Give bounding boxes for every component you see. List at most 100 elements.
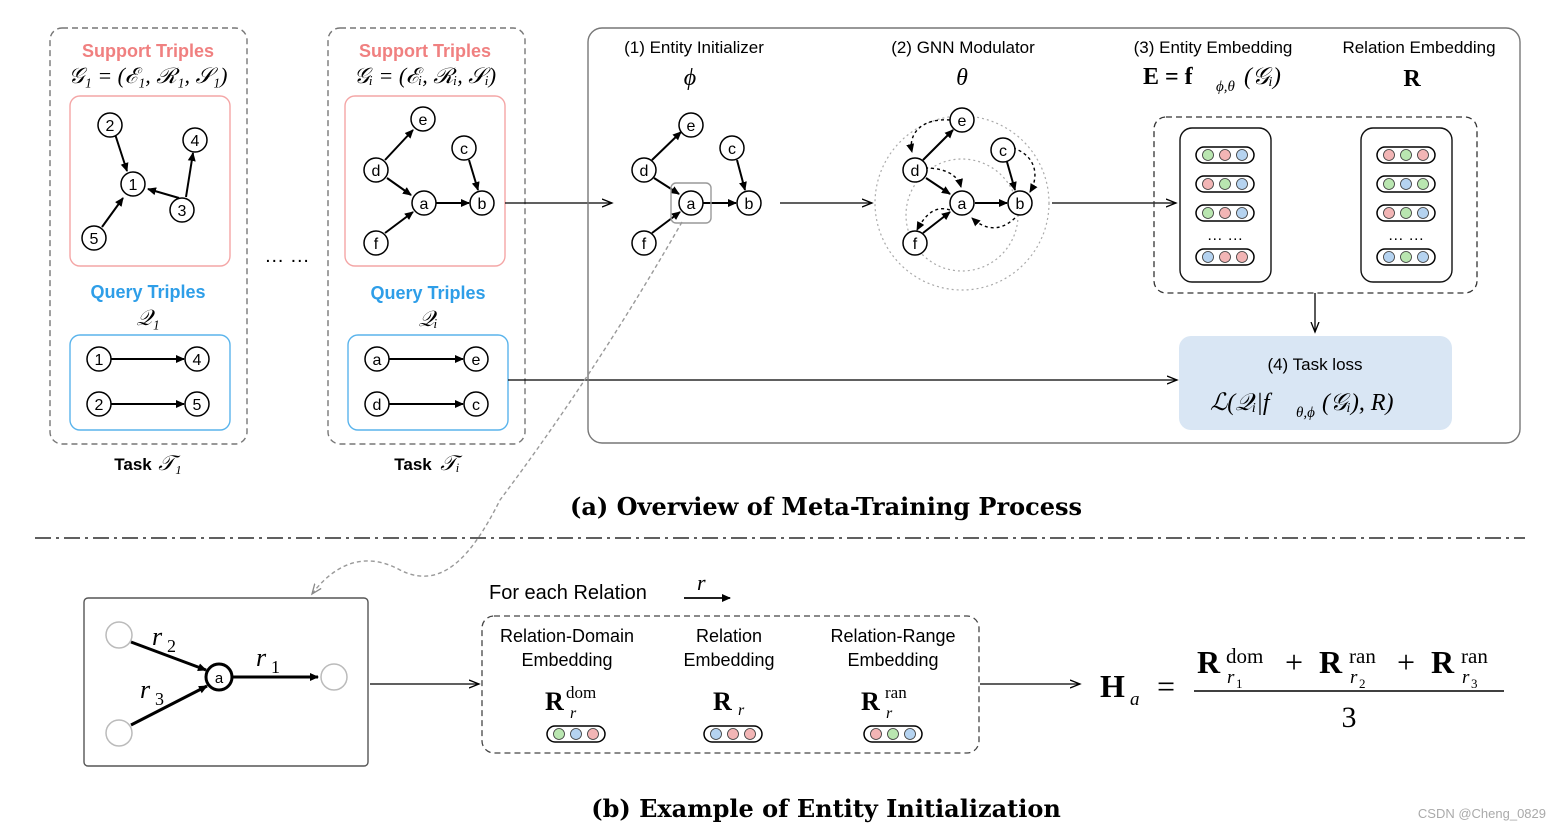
- graph-node: 5: [184, 391, 210, 417]
- embedding-dot: [1400, 149, 1412, 161]
- local-graph-box: [83, 597, 369, 767]
- embedding-dot: [1236, 149, 1248, 161]
- graph-node: e: [678, 112, 704, 138]
- svg-text:+: +: [1285, 644, 1303, 680]
- center-entity-node: a: [204, 662, 234, 692]
- neighbor-node: [320, 663, 348, 691]
- svg-text:a: a: [1130, 689, 1140, 710]
- graph-node: a: [949, 190, 975, 216]
- embedding-dot: [1383, 178, 1395, 190]
- embedding-dot: [587, 728, 599, 740]
- svg-text:Relation-Domain: Relation-Domain: [500, 626, 634, 646]
- svg-text:a: a: [958, 196, 967, 213]
- embedding-dot: [1219, 178, 1231, 190]
- embedding-dot: [1202, 178, 1214, 190]
- graph-node: a: [678, 190, 704, 216]
- relation-label-r2: r 2: [152, 622, 176, 656]
- embedding-vector: [1376, 204, 1436, 222]
- svg-text:ran: ran: [1461, 644, 1488, 668]
- for-each-relation-label: For each Relation: [489, 582, 647, 604]
- relation-domain-embedding: Relation-Domain Embedding R dom r: [500, 626, 634, 722]
- query-formula: 𝒬₁: [136, 305, 159, 330]
- graph-node: a: [364, 346, 390, 372]
- task-i-word: Task: [394, 455, 432, 474]
- svg-text:R: R: [1319, 644, 1343, 680]
- support-graph-box: [69, 95, 231, 267]
- svg-text:Embedding: Embedding: [683, 650, 774, 670]
- svg-text:c: c: [999, 143, 1007, 160]
- embedding-dot: [1383, 251, 1395, 263]
- query-triples-title: Query Triples: [90, 282, 205, 302]
- svg-text:2: 2: [106, 118, 115, 135]
- embedding-dot: [1417, 178, 1429, 190]
- graph-node: c: [463, 391, 489, 417]
- svg-text:e: e: [419, 112, 428, 129]
- svg-text:dom: dom: [1226, 644, 1263, 668]
- graph-node: 2: [86, 391, 112, 417]
- svg-text:a: a: [373, 352, 382, 369]
- graph-node: b: [736, 190, 762, 216]
- graph-node: 5: [81, 225, 107, 251]
- task-1-panel: Support Triples 𝒢₁ = (ℰ₁, ℛ₁, 𝒮₁) 2 4 1 …: [49, 27, 248, 475]
- caption-a: (a) Overview of Meta-Training Process: [570, 492, 1082, 521]
- svg-text:r: r: [738, 702, 745, 719]
- graph-node: b: [469, 190, 495, 216]
- embedding-vector: [1376, 146, 1436, 164]
- relation-embeddings-box: [481, 615, 980, 754]
- support-formula: 𝒢₁ = (ℰ₁, ℛ₁, 𝒮₁): [69, 63, 228, 88]
- svg-text:d: d: [911, 163, 920, 180]
- svg-text:r: r: [1462, 667, 1470, 688]
- relation-range-embedding: Relation-Range Embedding R ran r: [830, 626, 955, 722]
- query-graph-box: [347, 334, 509, 431]
- query-formula: 𝒬ᵢ: [418, 306, 437, 331]
- graph-node: d: [364, 391, 390, 417]
- embedding-dot: [553, 728, 565, 740]
- embedding-dot: [1202, 149, 1214, 161]
- caption-b: (b) Example of Entity Initialization: [591, 794, 1061, 823]
- neighbor-node: [105, 621, 133, 649]
- graph-node: a: [411, 190, 437, 216]
- embedding-vector: [1195, 175, 1255, 193]
- graph-node: f: [363, 230, 389, 256]
- svg-text:r: r: [1227, 667, 1235, 688]
- svg-text:a: a: [687, 196, 696, 213]
- embedding-container: [1153, 116, 1478, 294]
- task-loss-formula: ℒ(𝒬ᵢ|f θ,ϕ (𝒢ᵢ), R): [1210, 390, 1394, 421]
- embedding-dot: [1236, 178, 1248, 190]
- embedding-dot: [1417, 207, 1429, 219]
- embedding-dot: [1383, 149, 1395, 161]
- graph-node: 3: [169, 197, 195, 223]
- embedding-dot: [1219, 207, 1231, 219]
- task-loss-label: (4) Task loss: [1267, 355, 1362, 374]
- graph-node: c: [451, 135, 477, 161]
- svg-text:r: r: [140, 675, 151, 704]
- embedding-dot: [1236, 207, 1248, 219]
- graph-node: 2: [97, 112, 123, 138]
- svg-text:Embedding: Embedding: [521, 650, 612, 670]
- embedding-vector: [863, 725, 923, 743]
- task-i-symbol: 𝒯ᵢ: [440, 451, 463, 475]
- svg-text:3: 3: [178, 203, 187, 220]
- task-i-box: [327, 27, 526, 445]
- graph-node: d: [902, 157, 928, 183]
- graph-node: c: [990, 137, 1016, 163]
- svg-text:ran: ran: [1349, 644, 1376, 668]
- svg-text:1: 1: [1236, 676, 1243, 691]
- neighbor-node: [105, 719, 133, 747]
- zoom-callout-curve: [312, 221, 683, 594]
- graph-node: c: [719, 135, 745, 161]
- embedding-dot: [904, 728, 916, 740]
- graph-node: 4: [182, 127, 208, 153]
- svg-text:4: 4: [193, 352, 202, 369]
- embedding-dot: [1202, 251, 1214, 263]
- svg-text:(3) Entity Embedding: (3) Entity Embedding: [1134, 38, 1293, 57]
- graph-node: b: [1007, 190, 1033, 216]
- svg-text:r: r: [570, 705, 577, 722]
- query-triples-title: Query Triples: [370, 283, 485, 303]
- embedding-dot: [1219, 251, 1231, 263]
- graph-node: e: [949, 107, 975, 133]
- svg-text:(𝒢ᵢ), R): (𝒢ᵢ), R): [1322, 390, 1394, 416]
- svg-text:b: b: [478, 196, 487, 213]
- embedding-dot: [1219, 149, 1231, 161]
